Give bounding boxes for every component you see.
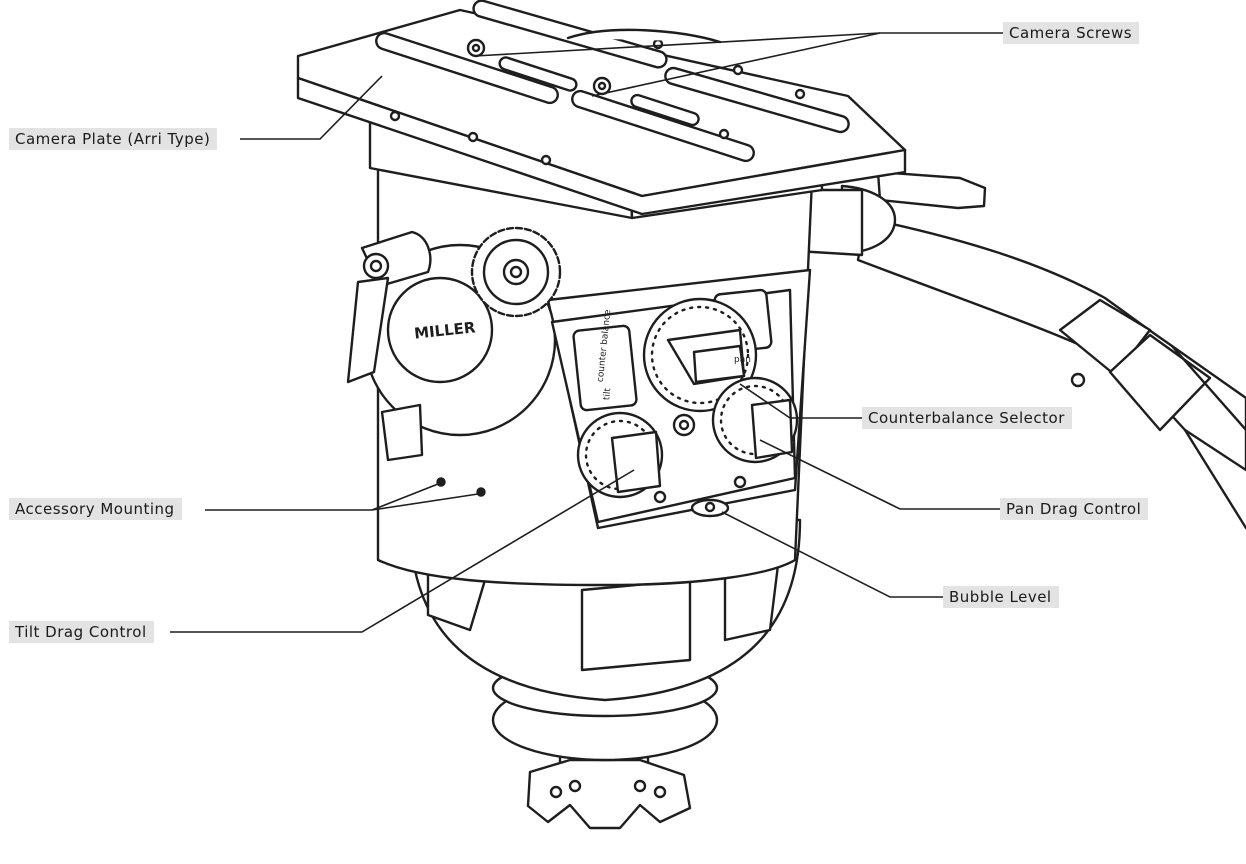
label-counterbalance-selector: Counterbalance Selector — [862, 407, 1072, 429]
tilt-lock-lever — [346, 230, 432, 462]
camera-plate — [296, 0, 907, 216]
label-tilt-drag-control: Tilt Drag Control — [9, 621, 154, 643]
bubble-level — [690, 498, 730, 518]
label-camera-screws: Camera Screws — [1003, 22, 1140, 44]
label-bubble-level: Bubble Level — [943, 586, 1059, 608]
label-pan-drag-control: Pan Drag Control — [1000, 498, 1149, 520]
pan-drag-knob — [711, 376, 799, 464]
label-camera-plate: Camera Plate (Arri Type) — [9, 128, 218, 150]
pan-handle — [856, 216, 1246, 530]
counterbalance-selector-knob — [642, 297, 758, 413]
accessory-mounting-holes — [436, 477, 486, 497]
tilt-drag-knob — [576, 411, 664, 499]
tilt-dial-label: tilt — [602, 387, 613, 401]
pan-dial-label: pan — [734, 355, 751, 365]
label-accessory-mounting: Accessory Mounting — [9, 498, 182, 520]
leader-lines — [170, 32, 1003, 633]
rosette — [470, 226, 562, 318]
